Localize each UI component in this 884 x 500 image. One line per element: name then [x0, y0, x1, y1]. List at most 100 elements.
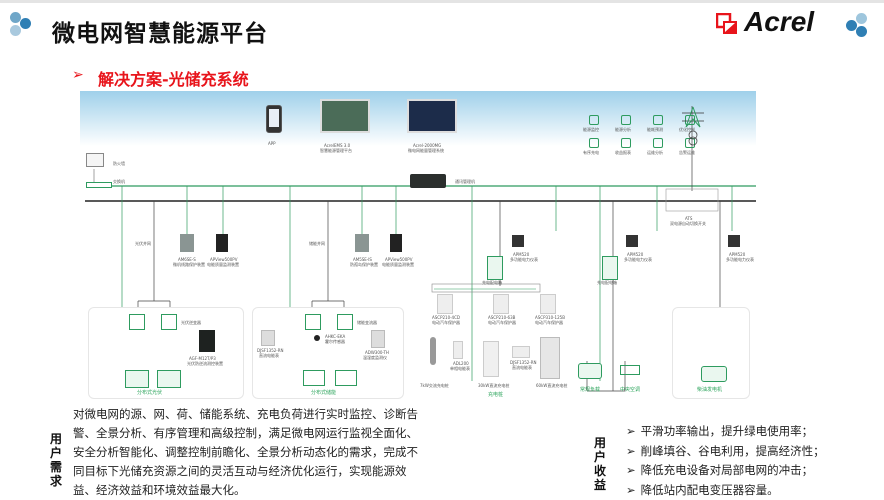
meter-dc-name: DJSF1352-RN — [510, 360, 537, 365]
motor-load-icon — [578, 363, 602, 379]
system-diagram: 防火墙 交换机 APP AcrelEMS 3.0 智慧能源管理平台 Acrel-… — [80, 91, 756, 401]
anti-backflow-device-icon — [199, 330, 215, 352]
protector-name: ASCP210-63B — [488, 315, 516, 320]
dc-meter-icon — [261, 330, 275, 346]
firewall-icon — [86, 153, 104, 167]
benefit-item: ➢ 降低充电设备对局部电网的冲击； — [626, 461, 825, 481]
storage-meter1-name: DJSF1352-RN — [257, 348, 284, 353]
benefit-text: 平滑功率输出，提升绿电使用率； — [640, 424, 814, 438]
storage-meter2-name: ADW300-TH — [365, 350, 389, 355]
battery-icon — [303, 370, 325, 386]
cabinet-label: 充电配电箱 — [482, 280, 502, 285]
pcs-label: 储能变流器 — [357, 320, 377, 325]
requirements-label: 用户需求 — [50, 432, 63, 488]
quality-monitor-icon — [216, 234, 228, 252]
ac-charger-icon — [430, 337, 436, 365]
sensor-desc: 霍尔传感器 — [325, 339, 345, 344]
page-title: 微电网智慧能源平台 — [52, 21, 268, 47]
protect-desc: 防孤岛保护装置 — [350, 262, 378, 267]
mg-desc: 微电网能量管理系统 — [408, 148, 444, 153]
app-label: APP — [268, 141, 276, 146]
distribution-cabinet-icon — [602, 256, 618, 280]
temp-monitor-icon — [371, 330, 385, 348]
bullet-arrow-icon: ➢ — [626, 463, 636, 477]
protect-name: AM5SE-IS — [353, 257, 372, 262]
function-label: 能耗预测 — [647, 127, 663, 132]
bullet-arrow-icon: ➢ — [626, 424, 636, 438]
generator-label: 柴油发电机 — [697, 387, 723, 393]
function-label: 有序充电 — [583, 150, 599, 155]
quality-monitor-icon — [390, 234, 402, 252]
pv-label: 分布式光伏 — [137, 390, 163, 396]
ac-unit-icon — [620, 365, 640, 375]
function-label: 能源监控 — [583, 127, 599, 132]
power-meter-icon — [512, 235, 524, 247]
meter-desc: 多功能电力仪表 — [726, 257, 754, 262]
protection-relay-icon — [355, 234, 369, 252]
bullet-arrow-icon: ➢ — [626, 482, 636, 497]
cabinet-label: 充电配电箱 — [597, 280, 617, 285]
dc-charger-icon — [483, 341, 499, 377]
ats-box — [665, 188, 719, 212]
meter-desc: 多功能电力仪表 — [624, 257, 652, 262]
benefit-text: 削峰填谷、谷电利用，提高经济性； — [640, 443, 825, 458]
battery-icon — [335, 370, 357, 386]
solar-panel-icon — [125, 370, 149, 388]
requirements-text: 对微电网的源、网、荷、储能系统、充电负荷进行实时监控、诊断告警、全景分析、有序管… — [73, 407, 418, 497]
mg-name: Acrel-2000MG — [413, 143, 442, 148]
inverter-icon — [161, 314, 177, 330]
benefit-text: 降低充电设备对局部电网的冲击； — [640, 463, 814, 477]
top-border — [0, 0, 884, 3]
hvac-label: 中央空调 — [620, 387, 641, 393]
dc-meter-icon — [512, 346, 530, 358]
storage-label: 分布式储能 — [311, 390, 337, 396]
benefit-item: ➢ 削峰填谷、谷电利用，提高经济性； — [626, 442, 825, 462]
pv-panel: 光伏逆变器 AGF-M12T/P3 光伏防逆流测控装置 分布式光伏 — [88, 307, 244, 399]
phone-icon — [266, 105, 282, 133]
protection-relay-icon — [180, 234, 194, 252]
benefit-item: ➢ 平滑功率输出，提升绿电使用率； — [626, 422, 825, 442]
dc-pile-label: 30kW直流充电桩 — [478, 383, 510, 388]
switch-icon — [86, 182, 112, 188]
switch-label: 交换机 — [113, 179, 125, 184]
pcs-icon — [337, 314, 353, 330]
charging-label: 充电桩 — [488, 392, 504, 398]
ev-protector-icon — [540, 294, 556, 314]
quality-desc: 电能质量监测装置 — [382, 262, 414, 267]
ems-name: AcrelEMS 3.0 — [324, 143, 351, 148]
meter-dc-desc: 直流电能表 — [512, 365, 532, 370]
inverter-label: 光伏逆变器 — [181, 320, 201, 325]
ev-protector-icon — [493, 294, 509, 314]
ev-protector-icon — [437, 294, 453, 314]
hall-sensor-icon — [314, 335, 320, 341]
quality-desc: 电能质量监测装置 — [207, 262, 239, 267]
benefits-list: ➢ 平滑功率输出，提升绿电使用率； ➢ 削峰填谷、谷电利用，提高经济性； ➢ 降低充电… — [626, 422, 825, 500]
brand-name: Acrel — [744, 6, 815, 37]
power-meter-icon — [626, 235, 638, 247]
function-label: 告警运维 — [679, 150, 695, 155]
feeder-breaker-label: 储能并网 — [309, 241, 325, 246]
gateway-label: 通讯管理机 — [455, 179, 475, 184]
feeder-breaker-label: 光伏并网 — [135, 241, 151, 246]
generator-icon — [701, 366, 727, 382]
bullet-arrow-icon: ➢ — [626, 443, 636, 458]
storage-meter2-desc: 温湿度监测仪 — [363, 355, 387, 360]
storage-panel: 储能变流器 DJSF1352-RN 直流电能表 AHKC-EKA 霍尔传感器 A… — [252, 307, 404, 399]
pcs-icon — [305, 314, 321, 330]
function-icon — [653, 138, 663, 148]
meter-name: APM520 — [627, 252, 644, 257]
normal-load-label: 常规负载 — [580, 387, 601, 393]
ats-name: ATS — [685, 216, 693, 221]
sensor-name: AHKC-EKA — [325, 334, 346, 339]
subtitle-bullet: ➢ — [72, 67, 84, 83]
function-label: 收益报表 — [615, 150, 631, 155]
meter-ac-name: ADL200 — [453, 361, 469, 366]
pv-device-desc: 光伏防逆流测控装置 — [187, 361, 223, 366]
dc-pile2-label: 60kW直流充电桩 — [536, 383, 568, 388]
pv-device-name: AGF-M12T/P3 — [189, 356, 216, 361]
function-icon — [589, 115, 599, 125]
quality-name: APView500PV — [210, 257, 238, 262]
function-label: 优化控制 — [679, 127, 695, 132]
meter-name: APM520 — [513, 252, 530, 257]
meter-desc: 多功能电力仪表 — [510, 257, 538, 262]
